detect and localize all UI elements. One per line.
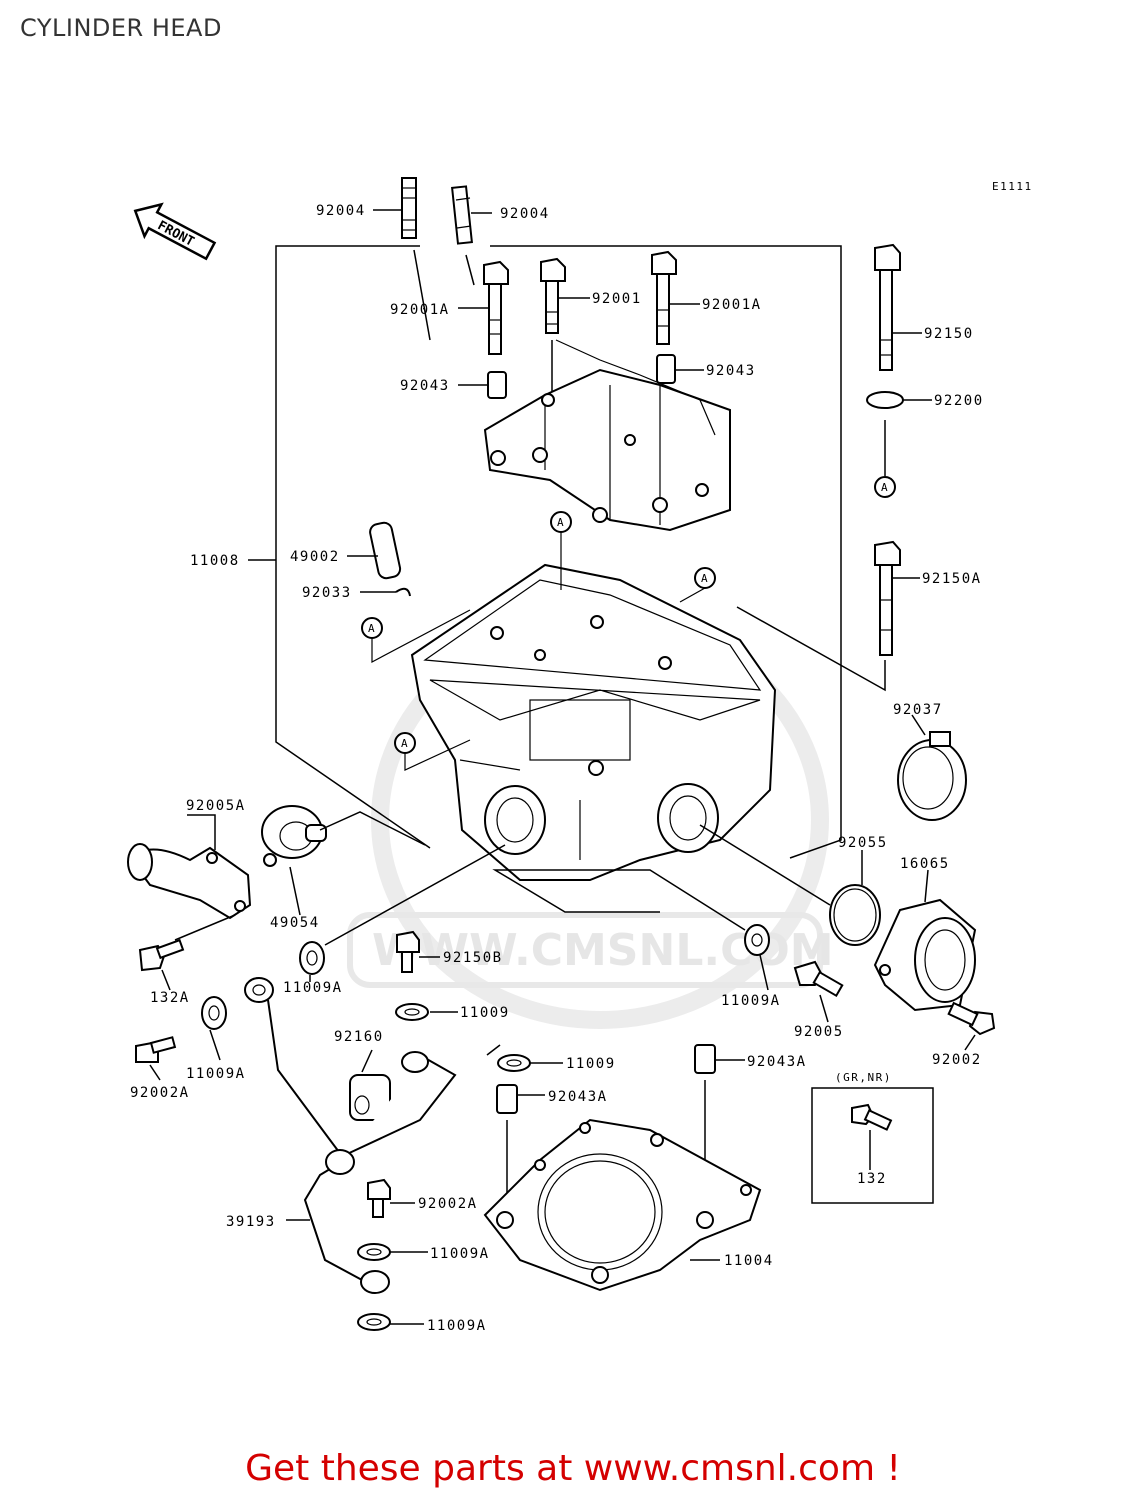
bolt-92150b: [396, 930, 420, 973]
label-92001a-left: 92001A: [390, 302, 450, 318]
callout-a-2: A: [694, 567, 716, 589]
washer-11009a-d: [357, 1243, 391, 1261]
washer-11009-b: [497, 1054, 531, 1072]
washer-11009a-a: [299, 941, 325, 975]
label-11009a-a: 11009A: [283, 980, 343, 996]
cylinder-head-body: [410, 563, 777, 881]
label-92150b: 92150B: [443, 950, 503, 966]
label-92200: 92200: [934, 393, 984, 409]
bolt-92002: [947, 1001, 996, 1036]
label-16065: 16065: [900, 856, 950, 872]
leader-lines: [149, 209, 976, 1325]
dowel-92043-left: [487, 371, 507, 399]
callout-a-markers: A A A A A: [361, 476, 896, 771]
bolt-92002a-a: [135, 1036, 177, 1063]
label-92037: 92037: [893, 702, 943, 718]
svg-text:A: A: [368, 622, 376, 635]
svg-text:A: A: [401, 737, 409, 750]
front-arrow-icon: FRONT: [133, 202, 217, 261]
label-92005: 92005: [794, 1024, 844, 1040]
washer-92200: [866, 391, 904, 409]
fitting-92005: [793, 960, 844, 998]
thermostat-49054: [261, 805, 327, 867]
label-11009-b: 11009: [566, 1056, 616, 1072]
label-132a: 132A: [150, 990, 190, 1006]
dowel-92043a-b: [496, 1084, 518, 1114]
carb-holder-16065: [873, 898, 977, 1012]
variant-box-label: (GR,NR): [835, 1071, 892, 1084]
bolt-92001-middle: [540, 257, 566, 450]
callout-a-1: A: [550, 511, 572, 533]
label-11004: 11004: [724, 1253, 774, 1269]
dowel-92043-right: [656, 354, 676, 384]
stud-92004-left: [401, 177, 431, 341]
page-title: CYLINDER HEAD: [20, 14, 222, 42]
bolt-132a: [138, 938, 185, 972]
label-92001-middle: 92001: [592, 291, 642, 307]
label-92004-left: 92004: [316, 203, 366, 219]
label-92004-right: 92004: [500, 206, 550, 222]
bolt-92150a: [874, 540, 901, 656]
label-49002: 49002: [290, 549, 340, 565]
label-92002a-a: 92002A: [130, 1085, 190, 1101]
label-92002a-b: 92002A: [418, 1196, 478, 1212]
label-11009a-c: 11009A: [721, 993, 781, 1009]
callout-a-4: A: [394, 732, 416, 754]
label-92055: 92055: [838, 835, 888, 851]
label-11009a-b: 11009A: [186, 1066, 246, 1082]
dowel-92043a-a: [694, 1044, 716, 1074]
label-11009a-d: 11009A: [430, 1246, 490, 1262]
washer-11009a-e: [357, 1313, 391, 1331]
label-39193: 39193: [226, 1214, 276, 1230]
label-92043a-b: 92043A: [548, 1089, 608, 1105]
pipe-92005a: [127, 843, 252, 920]
promo-link[interactable]: Get these parts at www.cmsnl.com !: [245, 1448, 901, 1489]
washer-11009a-b: [201, 996, 227, 1030]
label-92001a-right: 92001A: [702, 297, 762, 313]
head-gasket-11004: [483, 1118, 762, 1292]
label-92005a: 92005A: [186, 798, 246, 814]
washer-11009-a: [395, 1003, 429, 1021]
label-92002: 92002: [932, 1052, 982, 1068]
oil-pipe-39193: [244, 977, 457, 1294]
clamp-92037: [897, 731, 967, 821]
washer-11009a-c: [744, 924, 770, 956]
assembly-frame: [248, 245, 842, 859]
o-ring-92055: [829, 884, 881, 946]
diagram-code: E1111: [992, 180, 1033, 193]
label-11009-a: 11009: [460, 1005, 510, 1021]
part-labels: 92004 92004 92001A 92001 92001A 92150 92…: [130, 203, 984, 1334]
label-92033: 92033: [302, 585, 352, 601]
label-11009a-e: 11009A: [427, 1318, 487, 1334]
label-92043a-a: 92043A: [747, 1054, 807, 1070]
rubber-92160: [349, 1074, 391, 1121]
callout-a-5: A: [874, 476, 896, 498]
callout-a-3: A: [361, 617, 383, 639]
svg-text:A: A: [701, 572, 709, 585]
label-132: 132: [857, 1171, 887, 1187]
label-92150a: 92150A: [922, 571, 982, 587]
pipe-49002: [369, 521, 402, 580]
label-49054: 49054: [270, 915, 320, 931]
bolt-92001a-left: [483, 260, 509, 355]
camshaft-holder: [483, 339, 731, 532]
label-92043-left: 92043: [400, 378, 450, 394]
label-92160: 92160: [334, 1029, 384, 1045]
bolt-92150: [874, 243, 901, 371]
bolt-92001a-right: [651, 250, 677, 345]
label-92150: 92150: [924, 326, 974, 342]
svg-text:A: A: [557, 516, 565, 529]
clip-92033: [395, 587, 411, 597]
label-11008: 11008: [190, 553, 240, 569]
svg-text:A: A: [881, 481, 889, 494]
stud-92004-right: [451, 185, 475, 286]
bolt-92002a-b: [367, 1178, 391, 1218]
variant-box-gr-nr: (GR,NR): [811, 1071, 934, 1204]
label-92043-right: 92043: [706, 363, 756, 379]
